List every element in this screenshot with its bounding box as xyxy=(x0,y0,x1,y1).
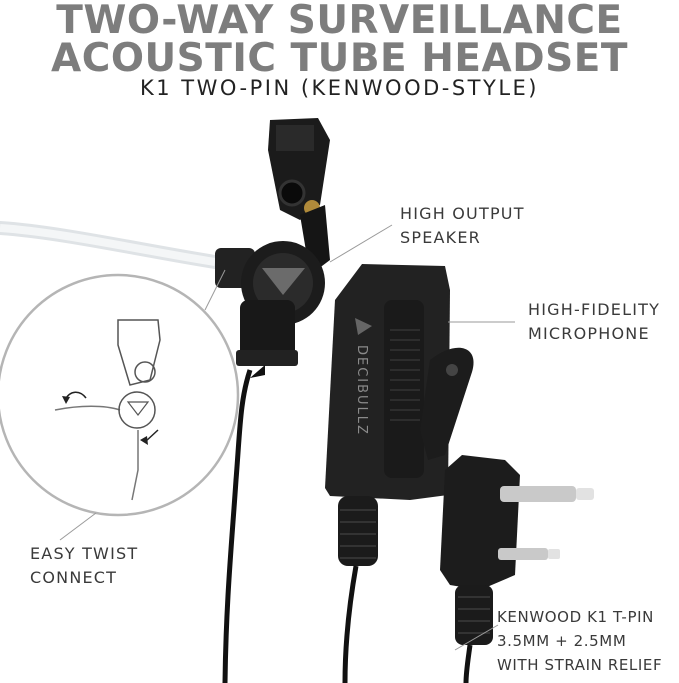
connector-callout: KENWOOD K1 T-PIN 3.5MM + 2.5MM WITH STRA… xyxy=(497,605,662,677)
brand-logo: DECIBULLZ xyxy=(354,345,369,436)
k1-connector xyxy=(440,455,594,683)
speaker-callout-line-1: HIGH OUTPUT xyxy=(400,204,525,223)
microphone-body xyxy=(325,264,474,566)
title-line-1: TWO-WAY SURVEILLANCE xyxy=(56,0,623,43)
earpiece-cable xyxy=(222,369,253,683)
twist-inset-leader xyxy=(204,269,226,311)
connector-callout-line-2: 3.5MM + 2.5MM xyxy=(497,632,627,650)
microphone-callout-line-2: MICROPHONE xyxy=(528,324,650,343)
twist-detail-inset xyxy=(0,273,240,517)
speaker-callout: HIGH OUTPUT SPEAKER xyxy=(400,202,525,250)
microphone-callout-line-1: HIGH-FIDELITY xyxy=(528,300,661,319)
title-line-2: ACOUSTIC TUBE HEADSET xyxy=(51,36,628,81)
twist-callout-line-2: CONNECT xyxy=(30,568,118,587)
speaker-body xyxy=(215,241,325,378)
connector-leader xyxy=(454,624,499,651)
microphone-callout: HIGH-FIDELITY MICROPHONE xyxy=(528,298,660,346)
twist-callout-line-1: EASY TWIST xyxy=(30,544,139,563)
speaker-callout-line-2: SPEAKER xyxy=(400,228,481,247)
twist-leader xyxy=(59,512,97,541)
subtitle: K1 TWO-PIN (KENWOOD-STYLE) xyxy=(140,76,539,100)
twist-callout: EASY TWIST CONNECT xyxy=(30,542,138,590)
speaker-leader xyxy=(329,224,393,263)
connector-callout-line-3: WITH STRAIN RELIEF xyxy=(497,656,663,674)
connector-callout-line-1: KENWOOD K1 T-PIN xyxy=(497,608,654,626)
